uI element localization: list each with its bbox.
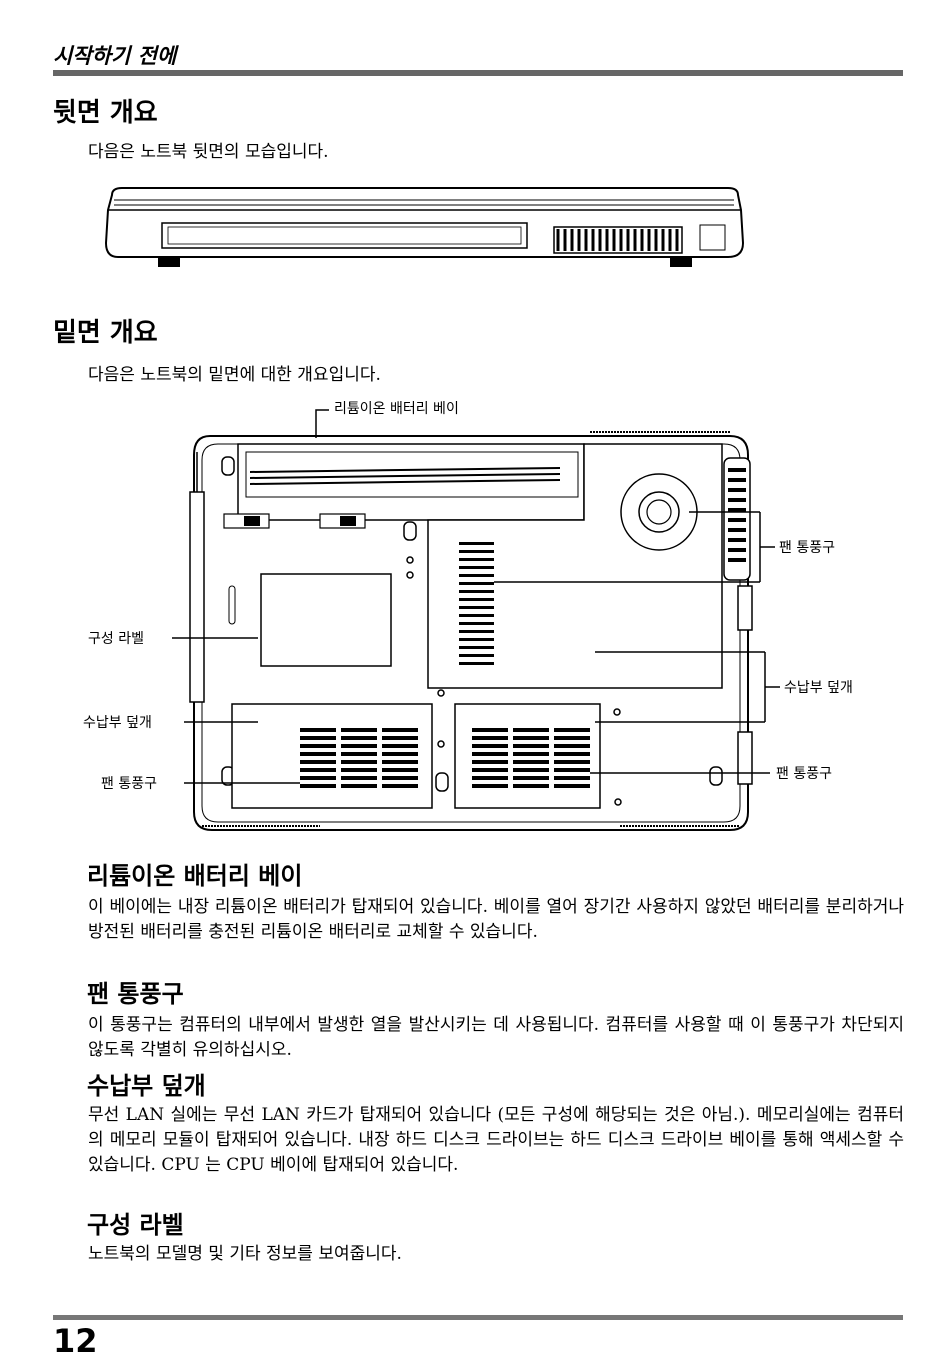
section-title-fan-vent: 팬 통풍구 [87, 980, 184, 1008]
callout-battery-bay: 리튬이온 배터리 베이 [334, 401, 459, 417]
bottom-view-intro: 다음은 노트북의 밑면에 대한 개요입니다. [88, 365, 381, 385]
callout-config-label: 구성 라벨 [88, 631, 144, 647]
callout-compartment-cover-right: 수납부 덮개 [784, 680, 853, 696]
section-text-compartment-cover: 무선 LAN 실에는 무선 LAN 카드가 탑재되어 있습니다 (모든 구성에 … [88, 1105, 904, 1175]
footer-rule [53, 1315, 903, 1320]
callout-fan-vent-upper: 팬 통풍구 [779, 540, 835, 556]
bottom-view-heading: 밑면 개요 [53, 318, 158, 348]
callout-fan-vent-left: 팬 통풍구 [101, 776, 157, 792]
section-text-fan-vent: 이 통풍구는 컴퓨터의 내부에서 발생한 열을 발산시키는 데 사용됩니다. 컴… [88, 1015, 904, 1060]
callout-compartment-cover-left: 수납부 덮개 [83, 715, 152, 731]
section-text-battery-bay: 이 베이에는 내장 리튬이온 배터리가 탑재되어 있습니다. 베이를 열어 장기… [88, 897, 904, 942]
section-title-config-label: 구성 라벨 [87, 1211, 184, 1239]
bottom-view-illustration: 리튬이온 배터리 베이 팬 통풍구 구성 라벨 수납부 덮개 수납부 덮개 팬 … [83, 401, 853, 831]
page-number: 12 [53, 1322, 98, 1360]
rear-view-illustration [104, 187, 745, 267]
callout-fan-vent-right: 팬 통풍구 [776, 766, 832, 782]
rear-view-heading: 뒷면 개요 [53, 98, 158, 128]
rear-view-intro: 다음은 노트북 뒷면의 모습입니다. [88, 142, 329, 162]
header-rule [53, 70, 903, 76]
section-title-battery-bay: 리튬이온 배터리 베이 [87, 862, 303, 890]
section-text-config-label: 노트북의 모델명 및 기타 정보를 보여줍니다. [88, 1244, 402, 1264]
running-header: 시작하기 전에 [53, 44, 177, 68]
section-title-compartment-cover: 수납부 덮개 [87, 1072, 206, 1100]
